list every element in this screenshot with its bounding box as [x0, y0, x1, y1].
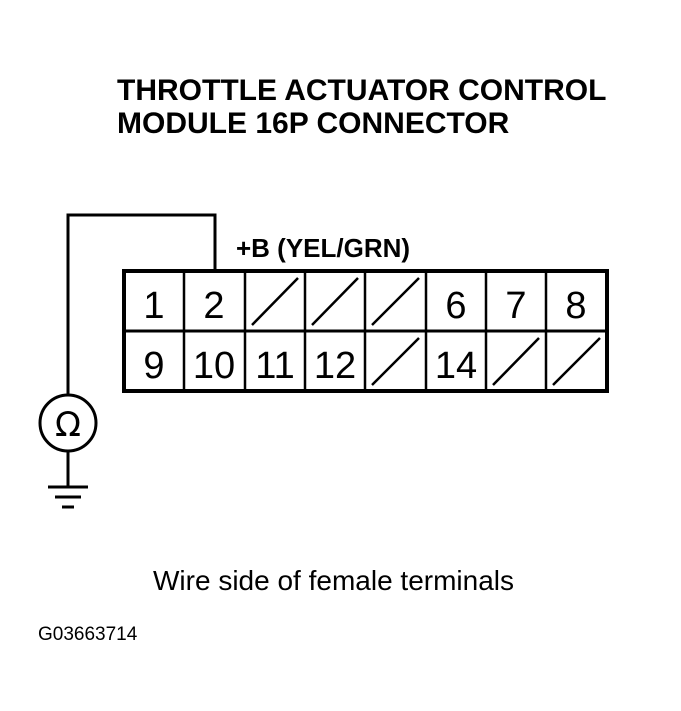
- title-line-2: MODULE 16P CONNECTOR: [117, 107, 510, 140]
- pin-empty-4: [311, 277, 359, 326]
- pin-empty-15: [492, 337, 540, 386]
- pin-14: 14: [435, 345, 477, 387]
- caption: Wire side of female terminals: [153, 565, 514, 596]
- pin-empty-5: [371, 277, 420, 326]
- pin-empty-13: [371, 337, 420, 386]
- pin-8: 8: [565, 285, 586, 327]
- figure-id: G03663714: [38, 624, 138, 645]
- ground-icon: [48, 451, 88, 509]
- pin-7: 7: [505, 285, 526, 327]
- pin-9: 9: [143, 345, 164, 387]
- wire-label: +B (YEL/GRN): [236, 233, 410, 263]
- pin-12: 12: [314, 345, 356, 387]
- ohm-symbol: Ω: [55, 405, 81, 445]
- title-line-1: THROTTLE ACTUATOR CONTROL: [117, 74, 606, 107]
- pin-11: 11: [255, 345, 294, 387]
- pin-10: 10: [193, 345, 235, 387]
- connector-body: [122, 269, 609, 393]
- pin-6: 6: [445, 285, 466, 327]
- pin-2: 2: [203, 285, 224, 327]
- pin-1: 1: [143, 285, 164, 327]
- test-lead-wire: [66, 213, 217, 395]
- pin-empty-3: [251, 277, 299, 326]
- pin-empty-16: [552, 337, 601, 386]
- ohmmeter-icon: Ω: [38, 393, 98, 453]
